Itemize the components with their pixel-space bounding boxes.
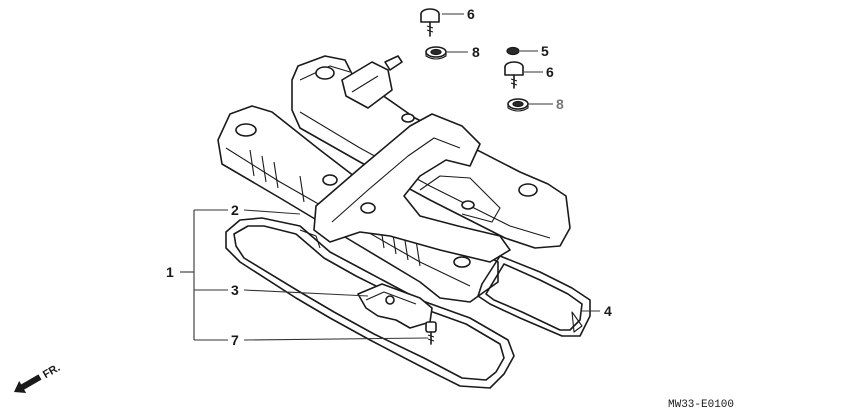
diagram-code: MW33-E0100: [668, 399, 734, 411]
callout-1: 1: [166, 264, 174, 280]
breather-plate-part: [357, 283, 433, 329]
breather-fitting: [341, 55, 403, 109]
callout-3: 3: [231, 282, 239, 298]
callout-6-upper: 6: [467, 6, 475, 22]
washer-8-upper: [425, 46, 447, 60]
front-arrow-icon: [14, 374, 42, 394]
callout-5: 5: [541, 43, 549, 59]
callout-8-lower: 8: [556, 96, 564, 112]
callouts: 6 8 5 6 8 2 1 3 7 4: [166, 6, 612, 348]
leader-lines: [180, 13, 600, 341]
cap-nut-6-lower: [504, 61, 524, 89]
callout-7: 7: [231, 332, 239, 348]
nut-5: [506, 46, 520, 56]
callout-6-lower: 6: [546, 64, 554, 80]
front-direction-label: FR.: [41, 362, 62, 381]
callout-4: 4: [604, 303, 612, 319]
callout-2: 2: [231, 202, 239, 218]
callout-8-upper: 8: [472, 44, 480, 60]
plate-bolt-part: [425, 321, 437, 345]
front-direction-indicator: FR.: [14, 362, 62, 394]
right-cover-gasket: [477, 255, 591, 337]
head-cover-gasket: [225, 217, 515, 389]
cap-nut-6-upper: [420, 8, 440, 37]
bridge-part: [313, 113, 511, 263]
washer-8-lower: [507, 98, 529, 112]
